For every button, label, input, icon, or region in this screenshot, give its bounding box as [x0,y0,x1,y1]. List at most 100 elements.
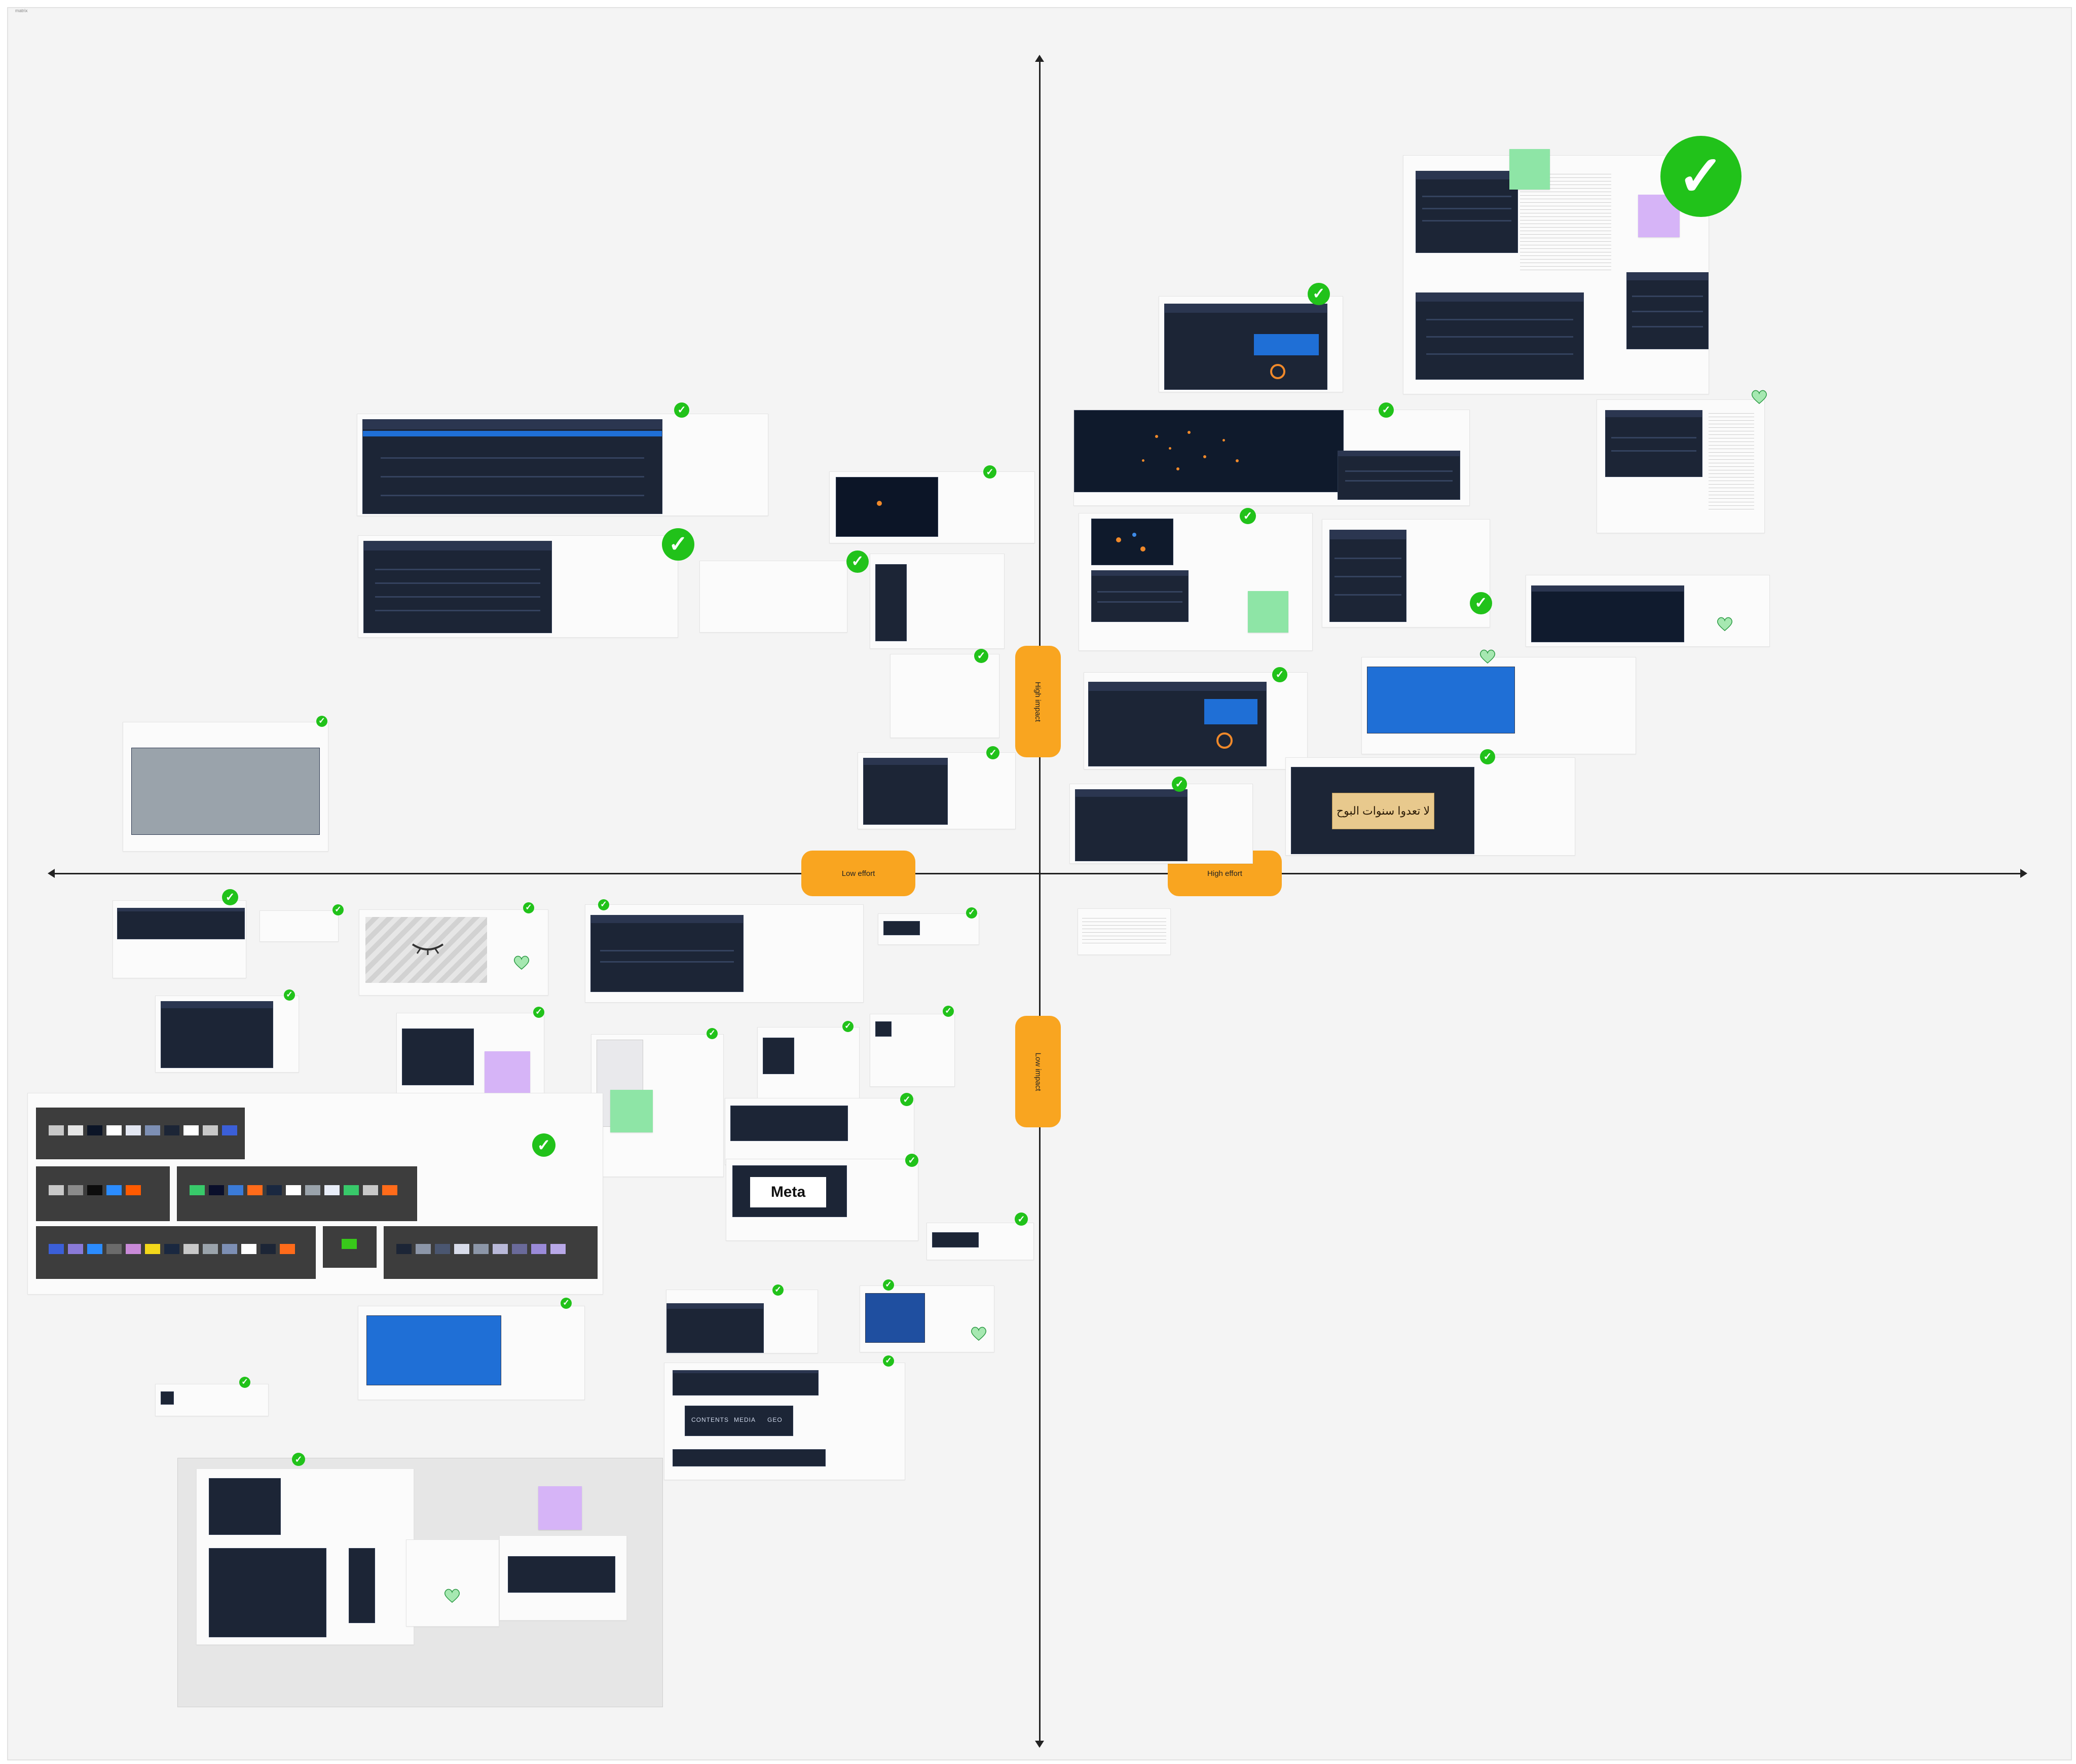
dashboard-chart-card[interactable] [1159,296,1343,392]
palette-bright-panel [36,1226,316,1279]
check-icon: ✓ [1272,667,1287,682]
notification-panel-screenshot [508,1556,615,1593]
metadata-card[interactable] [890,654,999,738]
world-map-screenshot [131,748,320,835]
galaxy-view-card[interactable] [829,471,1035,543]
tab-contents[interactable]: CONTENTS [691,1416,729,1423]
check-icon: ✓ [707,1028,718,1039]
advanced-search-card[interactable] [585,904,864,1003]
trend-chart-card[interactable] [1361,657,1636,754]
hidden-content-card[interactable] [359,909,548,996]
check-icon: ✓ [316,716,327,727]
toast-screenshot [883,921,920,935]
calendar-grid-screenshot [1626,272,1709,349]
login-panel-screenshot [117,908,245,939]
check-icon: ✓ [284,989,295,1001]
trend-chart-screenshot [1367,667,1515,733]
empty-state-screenshot [730,1106,848,1141]
article-body-screenshot [209,1548,326,1637]
sidebar-menu-screenshot [161,1001,273,1068]
media-detail-card[interactable] [1084,672,1308,769]
progress-list-screenshot [362,419,662,514]
side-panel-screenshot [875,564,907,641]
check-icon: ✓ [523,902,534,913]
palette-dark-panel [36,1108,245,1159]
purple-sticky-note[interactable] [538,1486,582,1530]
empty-state-card[interactable] [725,1098,914,1165]
loading-state-screenshot [402,1028,474,1085]
item-list-card[interactable] [1069,784,1253,864]
green-sticky-note[interactable] [1248,591,1288,633]
heart-icon [513,956,530,970]
network-graph-card[interactable] [1073,410,1470,506]
toast-card[interactable] [878,913,979,945]
status-bar-screenshot [666,1303,764,1353]
axis-arrow-up-icon [1035,55,1044,62]
stats-cards-card[interactable] [1597,399,1765,533]
comments-list-card[interactable] [358,535,678,638]
header-nav-screenshot [1531,585,1684,642]
item-list-screenshot [1075,789,1188,861]
sidebar-menu-card[interactable] [155,996,299,1073]
check-icon: ✓ [986,746,999,759]
feature-list-screenshot [863,758,948,825]
check-icon: ✓ [222,889,238,905]
alert-banner-card[interactable] [155,1384,269,1416]
tabs-card[interactable]: CONTENTS MEDIA GEO [664,1363,905,1480]
palette-grey-panel [36,1166,170,1221]
article-text-card[interactable] [196,1468,582,1645]
dropdown-toast-screenshot [932,1232,979,1247]
low-impact-note-card[interactable] [1078,908,1171,955]
check-icon: ✓ [883,1355,894,1367]
meta-logo: Meta [750,1177,826,1207]
side-panel-card[interactable] [870,554,1005,649]
dropdown-toast-card[interactable] [926,1223,1034,1260]
frame-label: matrix [15,8,28,13]
tab-geo[interactable]: GEO [767,1416,783,1423]
header-nav-card[interactable] [1526,575,1770,647]
dashboard-screenshot [1164,304,1327,390]
tooltip-card[interactable] [260,910,339,942]
meta-logo-card[interactable]: Meta [726,1159,918,1241]
axis-arrow-down-icon [1035,1741,1044,1748]
network-notice-card[interactable] [870,1014,955,1087]
galaxy-view-screenshot [836,477,938,537]
nodes-screenshot [1091,519,1173,565]
alert-banner-screenshot [161,1391,174,1405]
grouped-section[interactable] [177,1458,663,1707]
color-palette-card[interactable] [27,1093,603,1295]
check-icon: ✓ [598,899,609,910]
check-icon: ✓ [674,402,689,418]
feature-list-card[interactable] [858,752,1016,829]
tab-media[interactable]: MEDIA [734,1416,756,1423]
login-panel-card[interactable] [113,900,246,978]
check-icon: ✓ [905,1154,918,1167]
whiteboard-canvas[interactable]: matrix High impact Low impact Low effort… [7,7,2072,1760]
widget-icons-card[interactable] [406,1539,499,1627]
check-icon: ✓ [1379,402,1394,418]
green-sticky-note[interactable] [1509,149,1550,190]
check-icon: ✓ [846,550,869,573]
media-modal-card[interactable] [757,1027,860,1109]
axis-arrow-right-icon [2020,869,2027,878]
progress-list-card[interactable] [357,414,768,516]
media-detail-screenshot [1088,682,1267,766]
purple-sticky-note[interactable] [485,1051,530,1095]
notification-panel-card[interactable] [499,1535,627,1621]
check-icon: ✓ [1470,592,1492,614]
check-icon: ✓ [533,1007,544,1018]
action-buttons-card[interactable] [699,561,847,633]
heart-icon [1751,390,1767,404]
green-sticky-note[interactable] [610,1090,653,1132]
filter-panel-card[interactable] [1322,519,1490,628]
advanced-search-screenshot [590,915,744,992]
check-icon: ✓ [662,528,694,561]
arabic-media-card[interactable]: لا تعدوا سنوات البوح [1285,757,1575,856]
world-map-card[interactable] [123,722,328,852]
stats-notes [1709,410,1754,511]
line-chart-card[interactable] [358,1306,585,1400]
status-bar-card[interactable] [666,1290,818,1353]
comments-list-screenshot [363,541,552,633]
blue-form-card[interactable] [860,1285,994,1352]
calendar-feedback-card[interactable] [1403,155,1709,394]
